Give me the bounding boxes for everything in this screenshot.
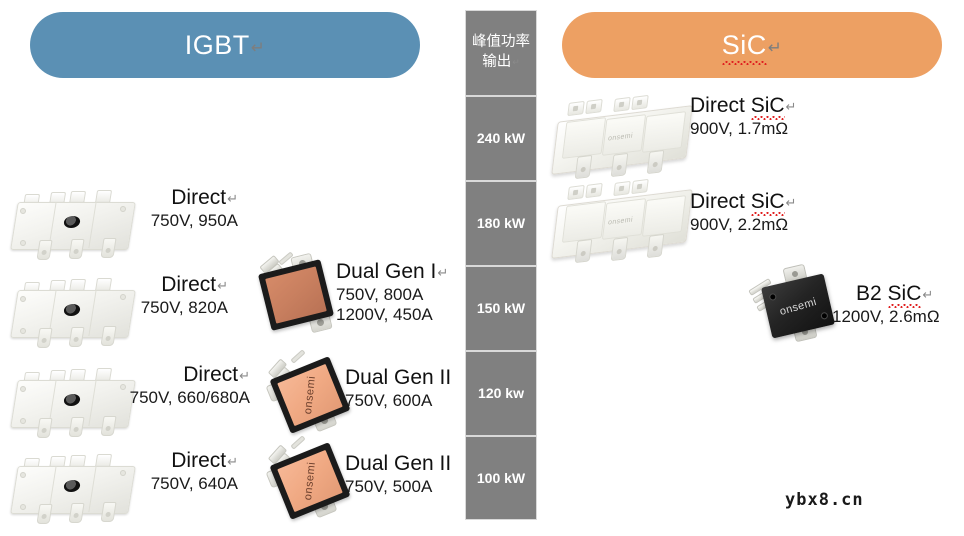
sic-module-image-1: onsemi bbox=[546, 94, 696, 182]
dual-gen-ii-label-2: Dual Gen II 750V, 500A bbox=[345, 452, 451, 497]
product-spec: 750V, 820A bbox=[140, 298, 228, 318]
igbt-direct-label-3: Direct↵ 750V, 660/680A bbox=[110, 363, 250, 408]
return-glyph-icon: ↵ bbox=[512, 58, 520, 69]
return-glyph-icon: ↵ bbox=[227, 192, 238, 208]
product-name: Direct SiC↵ bbox=[690, 190, 797, 217]
return-glyph-icon: ↵ bbox=[785, 100, 797, 116]
return-glyph-icon: ↵ bbox=[922, 288, 934, 304]
b2-sic-label: B2 SiC↵ 1200V, 2.6mΩ bbox=[832, 282, 940, 327]
power-cell-180kw: 180 kW bbox=[465, 181, 537, 266]
return-glyph-icon: ↵ bbox=[437, 266, 449, 282]
product-name: B2 SiC↵ bbox=[856, 282, 934, 309]
dual-gen-i-label: Dual Gen I↵ 750V, 800A 1200V, 450A bbox=[336, 260, 448, 324]
product-name: Dual Gen II bbox=[345, 452, 452, 475]
site-watermark: ybx8.cn bbox=[785, 490, 864, 510]
product-name: Dual Gen I↵ bbox=[336, 260, 449, 283]
sic-label-1: Direct SiC↵ 900V, 1.7mΩ bbox=[690, 94, 796, 139]
power-cell-150kw: 150 kW bbox=[465, 266, 537, 351]
sic-header-pill: SiC↵ bbox=[562, 12, 942, 78]
igbt-direct-label-2: Direct↵ 750V, 820A bbox=[100, 273, 228, 318]
igbt-module-image-4 bbox=[8, 452, 136, 526]
igbt-header-pill: IGBT↵ bbox=[30, 12, 420, 78]
peak-power-output-column: 峰值功率 输出↵ 240 kW 180 kW 150 kW 120 kw 100… bbox=[465, 10, 537, 520]
product-spec: 750V, 600A bbox=[345, 391, 433, 411]
product-name: Direct SiC↵ bbox=[690, 94, 797, 121]
power-cell-120kw: 120 kw bbox=[465, 351, 537, 436]
dual-gen-ii-module-image-1: onsemi bbox=[262, 349, 358, 440]
product-spec: 1200V, 2.6mΩ bbox=[832, 307, 940, 327]
b2-sic-package-image: onsemi bbox=[744, 262, 848, 343]
return-glyph-icon: ↵ bbox=[227, 455, 238, 471]
igbt-header-text: IGBT↵ bbox=[184, 29, 266, 60]
igbt-module-image-2 bbox=[8, 276, 136, 350]
igbt-module-image-3 bbox=[8, 366, 136, 440]
sic-module-image-2: onsemi bbox=[546, 178, 696, 266]
dual-gen-i-module-image bbox=[248, 251, 344, 340]
product-spec: 750V, 660/680A bbox=[129, 388, 250, 408]
product-name: Direct↵ bbox=[183, 363, 250, 386]
spellcheck-underline: SiC bbox=[887, 282, 922, 309]
product-spec: 900V, 2.2mΩ bbox=[690, 215, 789, 235]
igbt-module-image-1 bbox=[8, 188, 136, 262]
return-glyph-icon: ↵ bbox=[250, 36, 266, 57]
product-spec: 900V, 1.7mΩ bbox=[690, 119, 789, 139]
igbt-direct-label-4: Direct↵ 750V, 640A bbox=[110, 449, 238, 494]
return-glyph-icon: ↵ bbox=[767, 36, 783, 57]
igbt-direct-label-1: Direct↵ 750V, 950A bbox=[110, 186, 238, 231]
product-name: Direct↵ bbox=[171, 186, 238, 209]
product-spec: 750V, 950A bbox=[150, 211, 238, 231]
onsemi-logo: onsemi bbox=[778, 296, 819, 318]
product-spec: 750V, 800A bbox=[336, 285, 424, 305]
product-spec: 750V, 640A bbox=[150, 474, 238, 494]
dual-gen-ii-module-image-2: onsemi bbox=[262, 435, 358, 526]
sic-label-2: Direct SiC↵ 900V, 2.2mΩ bbox=[690, 190, 796, 235]
onsemi-logo: onsemi bbox=[302, 375, 318, 415]
power-cell-100kw: 100 kW bbox=[465, 436, 537, 520]
power-cell-240kw: 240 kW bbox=[465, 96, 537, 181]
sic-header-text: SiC↵ bbox=[721, 29, 783, 65]
power-column-header: 峰值功率 输出↵ bbox=[465, 10, 537, 96]
product-name: Dual Gen II bbox=[345, 366, 452, 389]
spellcheck-underline: SiC bbox=[721, 29, 767, 65]
dual-gen-ii-label-1: Dual Gen II 750V, 600A bbox=[345, 366, 451, 411]
product-name: Direct↵ bbox=[171, 449, 238, 472]
return-glyph-icon: ↵ bbox=[217, 279, 228, 295]
product-spec-secondary: 1200V, 450A bbox=[336, 304, 433, 324]
onsemi-logo: onsemi bbox=[302, 461, 318, 501]
spellcheck-underline: SiC bbox=[750, 94, 785, 121]
product-name: Direct↵ bbox=[161, 273, 228, 296]
product-spec: 750V, 500A bbox=[345, 477, 433, 497]
return-glyph-icon: ↵ bbox=[239, 369, 250, 385]
return-glyph-icon: ↵ bbox=[785, 196, 797, 212]
spellcheck-underline: SiC bbox=[750, 190, 785, 217]
